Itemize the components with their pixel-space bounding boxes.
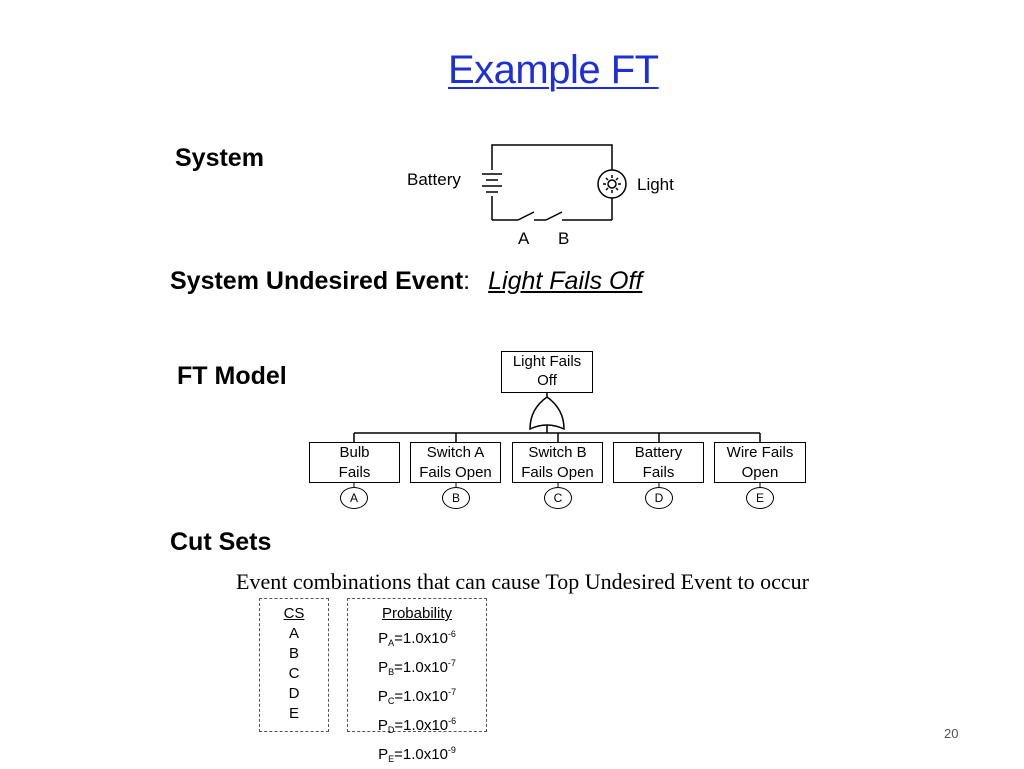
switch-b-label: B [558, 229, 570, 248]
probability-cell: PB=1.0x10-7 [348, 653, 486, 682]
prob-subscript: B [388, 667, 395, 677]
battery-label: Battery [407, 170, 461, 189]
cs-cell: E [288, 705, 299, 722]
event-line2: Fails Open [521, 464, 594, 481]
fault-tree-svg [353, 393, 761, 487]
circuit-diagram: Battery Light A B [400, 138, 700, 253]
cs-cell: D [288, 685, 300, 702]
system-heading: System [175, 144, 264, 172]
prob-base: =1.0x10 [394, 659, 448, 676]
cut-sets-heading: Cut Sets [170, 528, 272, 556]
prob-exponent: -7 [447, 658, 456, 668]
prob-exponent: -6 [448, 716, 457, 726]
prob-symbol: P [377, 688, 388, 705]
slide-title: Example FT [448, 48, 659, 92]
ft-model-heading: FT Model [177, 362, 287, 390]
prob-base: =1.0x10 [394, 717, 449, 734]
prob-subscript: E [388, 754, 395, 764]
undesired-event-colon: : [463, 267, 471, 295]
basic-event-wire: Wire Fails Open [714, 442, 806, 483]
event-id-circle: C [544, 487, 572, 509]
event-line2: Open [741, 464, 779, 481]
battery-symbol [482, 173, 502, 193]
light-label: Light [637, 175, 674, 194]
undesired-event: System Undesired Event: Light Fails Off [170, 267, 642, 296]
event-line1: Battery [634, 444, 683, 461]
event-id-circle: B [442, 487, 470, 509]
or-gate-symbol [529, 396, 565, 431]
basic-event-switch-b: Switch B Fails Open [512, 442, 603, 483]
prob-symbol: P [377, 717, 388, 734]
event-line1: Wire Fails [726, 444, 794, 461]
basic-event-battery: Battery Fails [613, 442, 704, 483]
prob-base: =1.0x10 [394, 746, 448, 763]
probability-cell: PD=1.0x10-6 [348, 711, 486, 740]
cs-cell: A [288, 625, 299, 642]
event-line1: Switch B [528, 444, 587, 461]
circuit-svg [482, 144, 627, 221]
prob-base: =1.0x10 [394, 688, 449, 705]
undesired-event-label: System Undesired Event [170, 267, 464, 295]
event-line2: Fails Open [419, 464, 492, 481]
prob-exponent: -9 [447, 745, 456, 755]
switch-symbols [517, 211, 586, 221]
cs-column: CS A B C D E [260, 604, 328, 724]
fault-tree: Light Fails Off Bulb Fails Switch A Fail… [300, 345, 820, 515]
prob-subscript: D [387, 725, 395, 735]
cs-cell: B [288, 645, 299, 662]
top-event-line1: Light Fails [512, 353, 582, 370]
prob-subscript: A [388, 638, 395, 648]
event-id-circle: D [645, 487, 673, 509]
event-line1: Bulb [339, 444, 370, 461]
basic-event-bulb: Bulb Fails [309, 442, 400, 483]
probability-column: Probability PA=1.0x10-6 PB=1.0x10-7 PC=1… [348, 604, 486, 769]
prob-subscript: C [387, 696, 395, 706]
probability-cell: PE=1.0x10-9 [348, 740, 486, 769]
probability-cell: PC=1.0x10-7 [348, 682, 486, 711]
switch-a-label: A [518, 229, 530, 248]
prob-symbol: P [378, 630, 389, 647]
undesired-event-value: Light Fails Off [488, 267, 643, 295]
event-line1: Switch A [426, 444, 485, 461]
basic-event-switch-a: Switch A Fails Open [410, 442, 501, 483]
cs-header: CS [283, 605, 305, 622]
event-id-circle: A [340, 487, 368, 509]
probability-cell: PA=1.0x10-6 [348, 624, 486, 653]
prob-base: =1.0x10 [394, 630, 448, 647]
cut-set-table: CS A B C D E [259, 598, 329, 732]
prob-exponent: -6 [447, 629, 456, 639]
prob-exponent: -7 [448, 687, 457, 697]
event-line2: Fails [642, 464, 675, 481]
event-line2: Fails [338, 464, 371, 481]
page-number: 20 [944, 726, 959, 741]
top-event-line2: Off [537, 372, 557, 389]
cut-sets-description: Event combinations that can cause Top Un… [236, 569, 809, 594]
probability-header: Probability [381, 605, 453, 622]
event-id-circle: E [746, 487, 774, 509]
prob-symbol: P [378, 659, 389, 676]
top-event-box: Light Fails Off [501, 351, 593, 393]
probability-table: Probability PA=1.0x10-6 PB=1.0x10-7 PC=1… [347, 598, 487, 764]
light-bulb-symbol [597, 169, 627, 199]
cs-cell: C [288, 665, 300, 682]
prob-symbol: P [378, 746, 389, 763]
